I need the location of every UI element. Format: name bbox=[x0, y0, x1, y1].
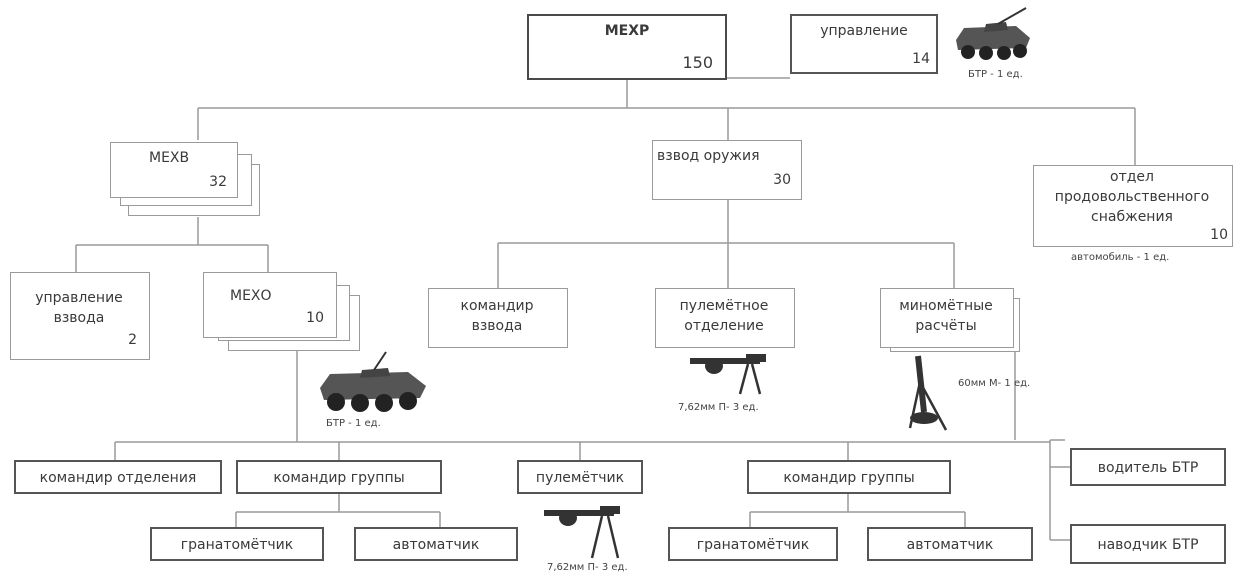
granatometchik-2-label: гранатомётчик bbox=[696, 537, 810, 553]
otdel-caption: автомобиль - 1 ед. bbox=[1071, 252, 1170, 263]
upr-vzvoda-count: 2 bbox=[128, 332, 137, 348]
voditel-label: водитель БТР bbox=[1097, 460, 1199, 476]
pulemetnoe-line1: пулемётное bbox=[679, 298, 769, 314]
otdel-line1: отдел bbox=[1110, 169, 1154, 185]
pulemetchik-caption: 7,62мм П- 3 ед. bbox=[547, 562, 628, 573]
pulemetnoe-caption: 7,62мм П- 3 ед. bbox=[678, 402, 759, 413]
komandir-otdeleniya-label: командир отделения bbox=[39, 470, 197, 486]
komandir-gruppy-2-label: командир группы bbox=[783, 470, 915, 486]
granatometchik-2-box: гранатомётчик bbox=[668, 527, 838, 561]
pulemetnoe-line2: отделение bbox=[684, 318, 764, 334]
navodchik-label: наводчик БТР bbox=[1097, 537, 1199, 553]
otdel-line3: снабжения bbox=[1091, 209, 1173, 225]
komandir-gruppy-2-box: командир группы bbox=[747, 460, 951, 494]
komandir-vzvoda-line2: взвода bbox=[471, 318, 523, 334]
mexr-count: 150 bbox=[682, 53, 713, 72]
upravlenie-box: управление 14 bbox=[790, 14, 938, 74]
upravlenie-label: управление bbox=[820, 23, 908, 39]
mexr-box: МЕХР 150 bbox=[527, 14, 727, 80]
voditel-box: водитель БТР bbox=[1070, 448, 1226, 486]
otdel-box: отдел продовольственного снабжения 10 bbox=[1033, 165, 1233, 247]
komandir-vzvoda-line1: командир bbox=[460, 298, 534, 314]
minometnye-line1: миномётные bbox=[899, 298, 993, 314]
mortar-image bbox=[908, 355, 948, 431]
upravlenie-caption: БТР - 1 ед. bbox=[968, 69, 1023, 80]
mexo-box: МЕХО 10 bbox=[203, 272, 337, 338]
mexv-title: МЕХВ bbox=[149, 150, 190, 166]
apc-image-mexo bbox=[320, 351, 426, 412]
mexr-title: МЕХР bbox=[604, 23, 650, 39]
pulemetnoe-box: пулемётное отделение bbox=[655, 288, 795, 348]
komandir-gruppy-1-label: командир группы bbox=[273, 470, 405, 486]
komandir-vzvoda-box: командир взвода bbox=[428, 288, 568, 348]
mexo-count: 10 bbox=[306, 310, 324, 326]
otdel-count: 10 bbox=[1210, 227, 1228, 243]
upr-vzvoda-line1: управление bbox=[35, 290, 123, 306]
upr-vzvoda-line2: взвода bbox=[53, 310, 105, 326]
pulemetchik-label: пулемётчик bbox=[535, 470, 625, 486]
minometnye-caption: 60мм М- 1 ед. bbox=[958, 378, 1031, 389]
mexo-title: МЕХО bbox=[230, 288, 272, 304]
vzvod-oruzhiya-box: взвод оружия 30 bbox=[652, 140, 802, 200]
vzvod-oruzhiya-title: взвод оружия bbox=[657, 148, 760, 164]
vzvod-oruzhiya-count: 30 bbox=[773, 172, 791, 188]
otdel-line2: продовольственного bbox=[1054, 189, 1210, 205]
navodchik-box: наводчик БТР bbox=[1070, 524, 1226, 564]
upr-vzvoda-box: управление взвода 2 bbox=[10, 272, 150, 360]
komandir-otdeleniya-box: командир отделения bbox=[14, 460, 222, 494]
komandir-gruppy-1-box: командир группы bbox=[236, 460, 442, 494]
minometnye-line2: расчёты bbox=[915, 318, 977, 334]
mexo-caption: БТР - 1 ед. bbox=[326, 418, 381, 429]
machine-gun-image-2 bbox=[544, 506, 620, 559]
upravlenie-count: 14 bbox=[912, 51, 930, 67]
granatometchik-1-label: гранатомётчик bbox=[180, 537, 294, 553]
machine-gun-image-1 bbox=[690, 354, 766, 395]
apc-image-top bbox=[956, 7, 1030, 60]
pulemetchik-box: пулемётчик bbox=[517, 460, 643, 494]
mexv-count: 32 bbox=[209, 174, 227, 190]
avtomatchik-1-label: автоматчик bbox=[392, 537, 480, 553]
avtomatchik-1-box: автоматчик bbox=[354, 527, 518, 561]
minometnye-box: миномётные расчёты bbox=[880, 288, 1014, 348]
avtomatchik-2-label: автоматчик bbox=[906, 537, 994, 553]
mexv-box: МЕХВ 32 bbox=[110, 142, 238, 198]
granatometchik-1-box: гранатомётчик bbox=[150, 527, 324, 561]
avtomatchik-2-box: автоматчик bbox=[867, 527, 1033, 561]
